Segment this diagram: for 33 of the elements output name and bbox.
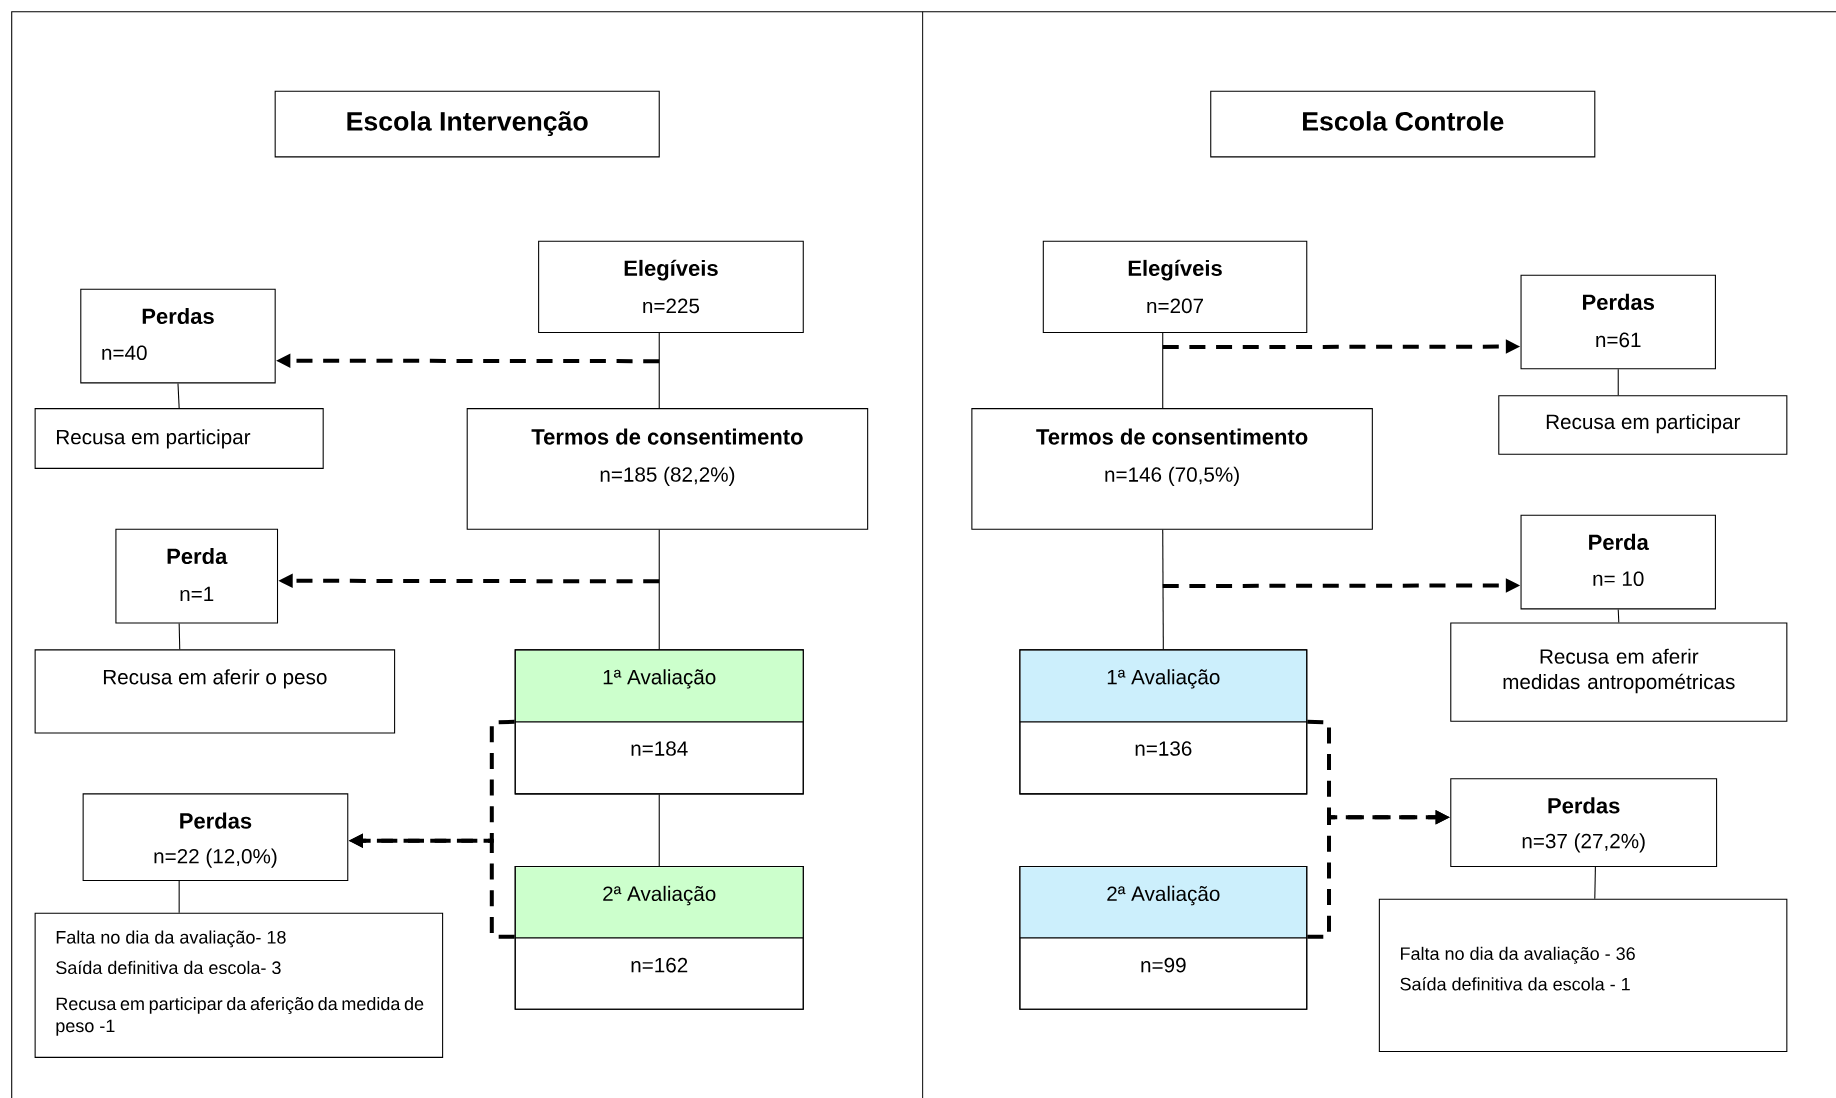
connector-line [1617, 608, 1620, 623]
note-box: Recusa em aferir medidas antropométricas [1450, 622, 1788, 722]
title-box: Escola Controle [1210, 90, 1596, 158]
flow-box: Perda n= 10 [1520, 514, 1716, 610]
flow-box: Perdas n=40 [80, 288, 276, 384]
note-box: Recusa em aferir o peso [34, 649, 396, 734]
flow-box: Termos de consentimento n=185 (82,2%) [466, 407, 869, 530]
connector-line [1594, 866, 1596, 900]
connector-line [1617, 368, 1619, 396]
connector-line [658, 332, 660, 409]
connector-line [1162, 529, 1164, 650]
title-box: Escola Intervenção [274, 90, 660, 158]
connector-line [658, 793, 660, 867]
connector-line [177, 382, 180, 409]
evaluation-box: 1ª Avaliação n=136 [1019, 649, 1308, 795]
flow-box: Perdas n=61 [1520, 274, 1716, 370]
note-box: Recusa em participar [34, 407, 324, 469]
flow-box: Elegíveis n=207 [1042, 240, 1308, 333]
evaluation-box: 2ª Avaliação n=162 [514, 865, 804, 1010]
note-box: Falta no dia da avaliação- 18 Saída definitiva da escola- 3 Recusa em participar da aferição da medida de peso -1 [34, 912, 444, 1058]
note-box: Falta no dia da avaliação - 36 Saída definitiva da escola - 1 [1378, 898, 1788, 1052]
flow-box: Termos de consentimento n=146 (70,5%) [971, 407, 1373, 530]
flow-box: Elegíveis n=225 [538, 240, 804, 333]
note-box: Recusa em participar [1498, 395, 1788, 455]
evaluation-box: 2ª Avaliação n=99 [1019, 865, 1308, 1010]
connector-line [178, 622, 181, 650]
flow-box: Perdas n=22 (12,0%) [82, 793, 349, 881]
evaluation-box: 1ª Avaliação n=184 [514, 649, 804, 795]
connector-line [658, 529, 660, 650]
flow-box: Perda n=1 [115, 528, 279, 624]
connector-line [1162, 332, 1164, 409]
flow-box: Perdas n=37 (27,2%) [1450, 777, 1718, 867]
connector-line [178, 880, 180, 914]
